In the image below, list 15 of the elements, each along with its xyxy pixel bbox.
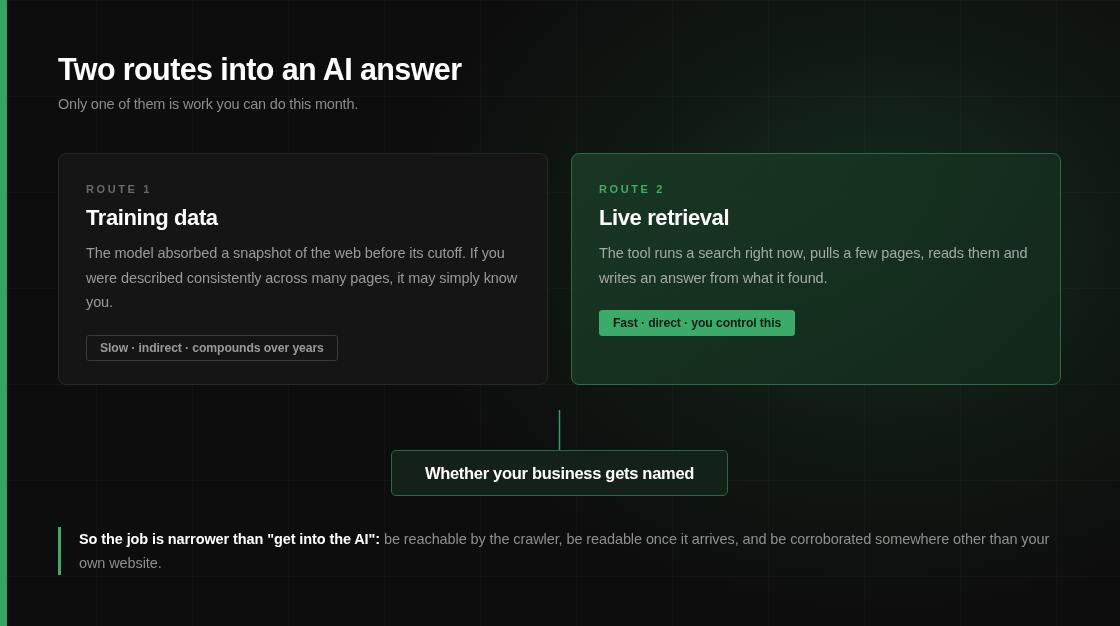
diagram-title: Two routes into an AI answer xyxy=(58,51,462,87)
route-tag: Slow · indirect · compounds over years xyxy=(86,334,338,361)
route-tag: Fast · direct · you control this xyxy=(599,310,796,336)
route-description: The tool runs a search right now, pulls a few pages, reads them and writes an answer from what it found. xyxy=(599,244,1029,288)
route-card xyxy=(571,153,1061,385)
outcome-box: Whether your business gets named xyxy=(391,450,728,496)
subtitle-text: Only one of them is work you can do this month. xyxy=(58,95,359,113)
route-label: ROUTE 2 xyxy=(599,182,666,196)
route-card xyxy=(58,153,548,385)
connector-line xyxy=(558,409,561,451)
route-description: The model absorbed a snapshot of the web before its cutoff. If you were described consistently across many pages, it may simply know you. xyxy=(86,244,519,312)
summary-text: So the job is narrower than "get into the AI": be reachable by the crawler, be readable once it arrives, and be corroborated somewhere other than your own website. xyxy=(79,530,1051,573)
route-label: ROUTE 1 xyxy=(86,182,153,196)
route-heading: Live retrieval xyxy=(599,205,731,231)
route-heading: Training data xyxy=(86,205,219,231)
